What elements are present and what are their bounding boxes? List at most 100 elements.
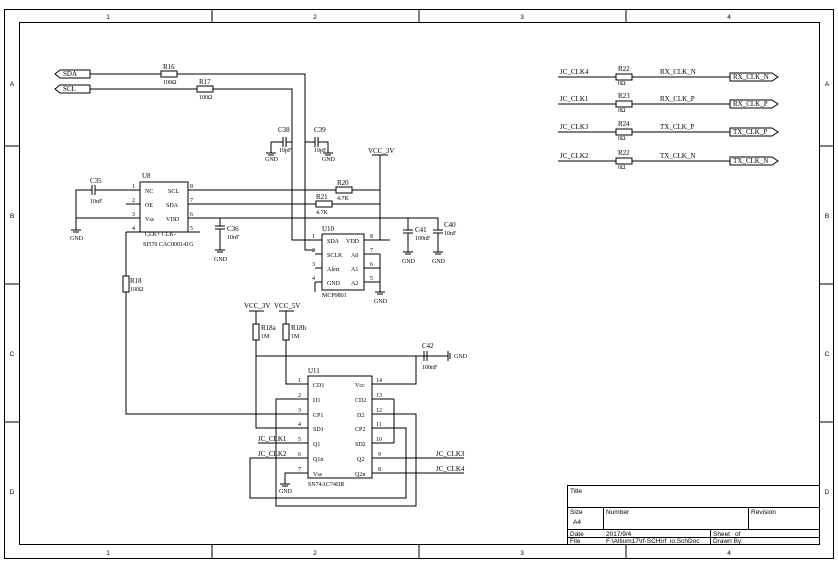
r24-ref: R24 bbox=[618, 120, 630, 128]
u10-pinnum-6: 6 bbox=[370, 262, 373, 268]
net-jc-clk2: JC_CLK2 bbox=[560, 152, 589, 160]
col-label-3: 3 bbox=[520, 14, 524, 21]
u11-pin-sd2: SD2 bbox=[355, 442, 366, 448]
net-rx-clk-p: RX_CLK_P bbox=[660, 95, 695, 103]
c40-gnd: GND bbox=[432, 259, 446, 265]
row-label-d-right: D bbox=[825, 489, 830, 496]
u11-pin-cd2: CD2 bbox=[355, 398, 366, 404]
resistor-r16 bbox=[160, 70, 178, 78]
r18a-value: 1M bbox=[261, 334, 270, 340]
c40-value: 10nF bbox=[444, 231, 457, 237]
clk-route-tx-p bbox=[558, 127, 779, 137]
resistor-r21 bbox=[305, 200, 380, 208]
net-rx-clk-n: RX_CLK_N bbox=[660, 68, 696, 76]
col-label-3-bottom: 3 bbox=[520, 550, 524, 557]
u11-pin-q2: Q2 bbox=[357, 457, 364, 463]
u11-net-clk4: JC_CLK4 bbox=[436, 465, 465, 473]
resistor-r17 bbox=[196, 85, 214, 93]
r17-ref: R17 bbox=[199, 78, 211, 86]
u8-pinnum-3: 3 bbox=[132, 212, 135, 218]
u11-net-clk3: JC_CLK3 bbox=[436, 450, 465, 458]
r23-ref: R23 bbox=[618, 92, 630, 100]
svg-text:SCL: SCL bbox=[63, 85, 76, 93]
u11-pinnum-5: 5 bbox=[298, 437, 301, 443]
row-label-a: A bbox=[10, 81, 15, 88]
c41-value: 100nF bbox=[415, 236, 431, 242]
file-value: F:\Altium17\rf-SCH\rf_io.SchDoc bbox=[606, 538, 700, 545]
net-jc-clk3: JC_CLK3 bbox=[560, 123, 589, 131]
capacitor-c42 bbox=[423, 351, 451, 361]
c41-gnd: GND bbox=[402, 259, 416, 265]
c35-value: 10nF bbox=[90, 199, 103, 205]
port-scl: SCL bbox=[54, 84, 91, 94]
vcc-5v-label: VCC_5V bbox=[274, 302, 300, 310]
u10-pin-a1: A1 bbox=[351, 267, 358, 273]
u8-pin-vss: Vss bbox=[145, 217, 155, 223]
r23-value: 0Ω bbox=[618, 108, 626, 114]
u11-sn74ac74dr bbox=[298, 375, 384, 479]
u8-pinnum-5: 5 bbox=[190, 226, 193, 232]
r16-ref: R16 bbox=[163, 63, 175, 71]
u8-pin-sda: SDA bbox=[166, 203, 179, 209]
wire-scl bbox=[90, 85, 315, 241]
u11-pinnum-11: 11 bbox=[376, 422, 382, 428]
port-rx-clk-p: RX_CLK_P bbox=[733, 100, 768, 108]
u10-pinnum-3: 3 bbox=[312, 262, 315, 268]
resistor-r20 bbox=[292, 186, 380, 194]
port-rx-clk-n: RX_CLK_N bbox=[733, 73, 769, 81]
u8-pin-scl: SCL bbox=[168, 189, 179, 195]
date-value: 2017/9/4 bbox=[606, 531, 632, 538]
u11-pinnum-9: 9 bbox=[378, 452, 381, 458]
u8-pinnum-6: 6 bbox=[190, 212, 193, 218]
title-label: Title bbox=[570, 488, 582, 495]
u11-pin-q1n: Q1n bbox=[313, 457, 323, 463]
u10-pinnum-2: 2 bbox=[312, 248, 315, 254]
clk-route-rx-n bbox=[558, 72, 779, 82]
net-tx-clk-p: TX_CLK_P bbox=[660, 123, 694, 131]
u11-pin-vcc: Vcc bbox=[355, 383, 365, 389]
r20-value: 4.7K bbox=[337, 196, 350, 202]
svg-text:SDA: SDA bbox=[63, 70, 77, 78]
c42-gnd: GND bbox=[454, 354, 468, 360]
u10-pinnum-4: 4 bbox=[312, 276, 315, 282]
capacitor-c35 bbox=[71, 185, 140, 233]
r22b-ref: R22 bbox=[618, 149, 630, 157]
r18-value: 100Ω bbox=[130, 287, 144, 293]
r20-ref: R20 bbox=[337, 179, 349, 187]
u10-pinnum-1: 1 bbox=[312, 234, 315, 240]
col-label-4: 4 bbox=[727, 14, 731, 21]
r22a-value: 0Ω bbox=[618, 81, 626, 87]
u11-pinnum-7: 7 bbox=[298, 467, 301, 473]
c39-value: 10pF bbox=[314, 148, 327, 154]
clk-route-rx-p bbox=[558, 99, 779, 109]
row-label-c-right: C bbox=[825, 351, 830, 358]
resistor-r18b bbox=[279, 310, 294, 356]
u10-pin-a2: A2 bbox=[351, 281, 358, 287]
c36-value: 10nF bbox=[227, 235, 240, 241]
u10-pinnum-8: 8 bbox=[370, 234, 373, 240]
u11-net-clk2: JC_CLK2 bbox=[258, 450, 287, 458]
c36-ref: C36 bbox=[227, 225, 239, 233]
r18-ref: R18 bbox=[130, 277, 142, 285]
drawn-by-label: Drawn By: bbox=[713, 538, 743, 545]
c39-gnd: GND bbox=[322, 157, 336, 163]
u11-pin-cp1: CP1 bbox=[313, 413, 323, 419]
u8-pin-oe: OE bbox=[145, 203, 153, 209]
r16-value: 100Ω bbox=[163, 80, 177, 86]
u11-pinnum-13: 13 bbox=[376, 393, 382, 399]
u11-pin-q1: Q1 bbox=[313, 442, 320, 448]
u11-pin-q2n: Q2n bbox=[355, 472, 365, 478]
u10-pin-a0: A0 bbox=[351, 253, 358, 259]
title-block bbox=[567, 485, 820, 545]
resistor-r18 bbox=[122, 232, 298, 415]
u11-pin-d1: D1 bbox=[313, 398, 320, 404]
u11-pin-sd1: SD1 bbox=[313, 427, 324, 433]
port-tx-clk-n: TX_CLK_N bbox=[733, 157, 768, 165]
u8-pinnum-1: 1 bbox=[132, 184, 135, 190]
r18b-value: 1M bbox=[291, 334, 300, 340]
wire-vcc-u10 bbox=[379, 155, 390, 241]
u11-part: SN74AC74DR bbox=[308, 482, 344, 488]
u10-pin-sda: SDA bbox=[327, 239, 340, 245]
sheet-frame bbox=[4, 9, 834, 559]
row-label-b: B bbox=[10, 213, 14, 220]
